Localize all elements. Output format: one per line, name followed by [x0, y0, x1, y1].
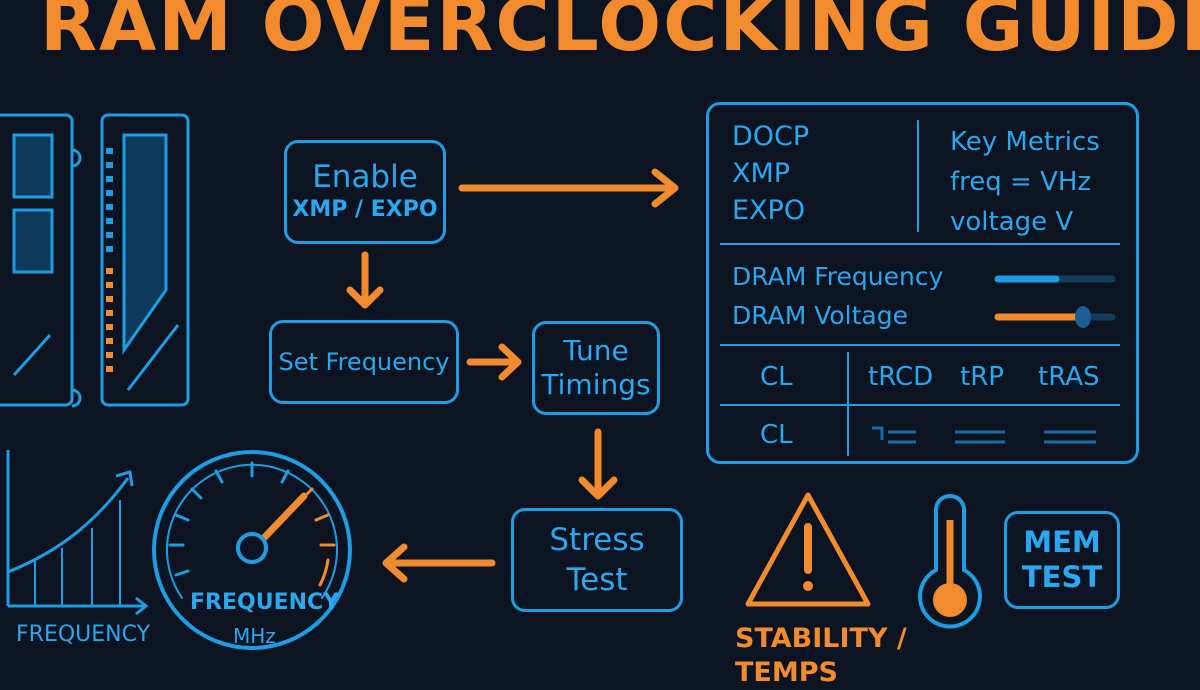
- stress-label: Stress: [549, 522, 645, 558]
- profile-xmp: XMP: [732, 158, 791, 189]
- metric-voltage: voltage V: [950, 207, 1074, 237]
- bios-panel: [706, 102, 1139, 464]
- profile-expo: EXPO: [732, 195, 806, 226]
- dram-voltage-label: DRAM Voltage: [732, 301, 909, 330]
- set-frequency-step: Set Frequency: [269, 320, 459, 404]
- tune-label: Tune: [563, 334, 629, 367]
- memtest-box: MEM TEST: [1004, 511, 1120, 609]
- key-metrics-title: Key Metrics: [950, 127, 1100, 157]
- timing-header-trp: tRP: [960, 362, 1004, 392]
- dram-voltage-slider: [994, 306, 1116, 328]
- set-frequency-label: Set Frequency: [278, 348, 450, 376]
- warning-icon: [745, 492, 871, 607]
- timing-header-trcd: tRCD: [868, 362, 934, 392]
- key-metrics: Key Metrics freq = VHz voltage V: [950, 122, 1100, 242]
- dram-frequency-label: DRAM Frequency: [732, 262, 944, 291]
- memtest-line2: TEST: [1021, 560, 1103, 594]
- stability-line1: STABILITY /: [735, 623, 907, 654]
- stability-line2: TEMPS: [735, 657, 838, 688]
- ram-contacts: [106, 148, 113, 372]
- page-title: RAM OVERCLOCKING GUIDE: [40, 0, 1200, 68]
- diagram-graphics: [0, 113, 1120, 650]
- profile-docp: DOCP: [732, 121, 810, 152]
- graph-frequency-label: FREQUENCY: [16, 622, 151, 647]
- memtest-line1: MEM: [1023, 525, 1101, 559]
- gauge-frequency-label: FREQUENCY: [190, 590, 340, 615]
- timing-header-cl: CL: [760, 362, 793, 392]
- ram-module-icon: [100, 113, 190, 407]
- ram-module-icon: [0, 113, 82, 408]
- timing-header-tras: tRAS: [1038, 362, 1100, 392]
- stress-test-step: Stress Test: [511, 508, 683, 612]
- timings-label: Timings: [541, 368, 651, 401]
- panel-lines: [720, 120, 1120, 456]
- timing-row-cl: CL: [760, 420, 793, 450]
- speedometer-icon: [152, 450, 352, 650]
- xmp-expo-label: XMP / EXPO: [292, 197, 438, 222]
- growth-chart-icon: [6, 450, 149, 616]
- test-label: Test: [566, 562, 628, 598]
- gauge-unit-label: MHz: [233, 624, 276, 648]
- metric-frequency: freq = VHz: [950, 167, 1092, 197]
- thermometer-icon: [918, 494, 982, 629]
- stability-label: STABILITY / TEMPS: [735, 622, 907, 690]
- enable-label: Enable: [312, 159, 418, 195]
- enable-xmp-step: Enable XMP / EXPO: [284, 140, 446, 244]
- profile-list: DOCP XMP EXPO: [732, 118, 809, 229]
- flow-arrows: [346, 168, 679, 583]
- timing-values: [872, 426, 1096, 444]
- tune-timings-step: Tune Timings: [532, 321, 660, 415]
